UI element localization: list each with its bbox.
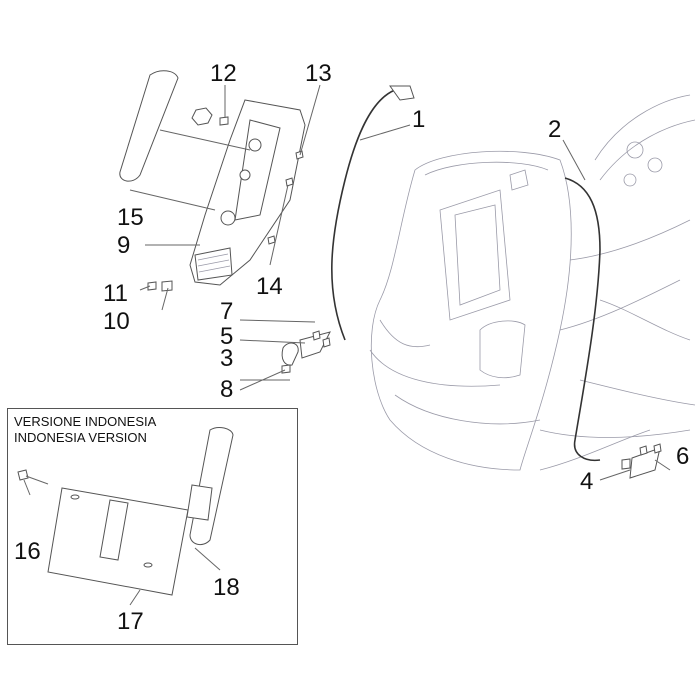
part-15-upper-strip <box>119 70 179 182</box>
front-shield-body <box>369 94 696 471</box>
bracket-cluster-left <box>281 330 331 374</box>
part-2-trim-strip-right <box>564 177 601 462</box>
callout-18: 18 <box>213 574 240 601</box>
part-1-trim-strip-left <box>331 85 415 341</box>
callout-4: 4 <box>580 468 594 495</box>
inset-title-italian: VERSIONE INDONESIA <box>14 414 157 429</box>
callout-7: 7 <box>220 298 234 325</box>
callout-9: 9 <box>117 232 131 259</box>
callout-8: 8 <box>220 376 234 403</box>
callout-13: 13 <box>305 60 332 87</box>
callout-5: 5 <box>220 323 234 350</box>
callout-16: 16 <box>14 538 41 565</box>
callout-15: 15 <box>117 204 144 231</box>
inset-title-english: INDONESIA VERSION <box>14 430 147 445</box>
callout-11: 11 <box>103 280 128 307</box>
leader-lines <box>23 84 671 606</box>
callout-6: 6 <box>676 443 690 470</box>
callout-14: 14 <box>256 273 283 300</box>
callout-17: 17 <box>117 608 144 635</box>
indonesia-version-inset <box>7 408 298 645</box>
callout-1: 1 <box>412 106 426 133</box>
inset-parts <box>17 427 234 596</box>
callout-10: 10 <box>103 308 130 335</box>
part-12-nut <box>191 107 229 126</box>
callout-12: 12 <box>210 60 237 87</box>
callout-3: 3 <box>220 345 234 372</box>
callout-2: 2 <box>548 116 562 143</box>
screw-parts <box>147 150 304 292</box>
bracket-cluster-right <box>621 443 662 479</box>
part-9-center-cover <box>189 99 306 286</box>
